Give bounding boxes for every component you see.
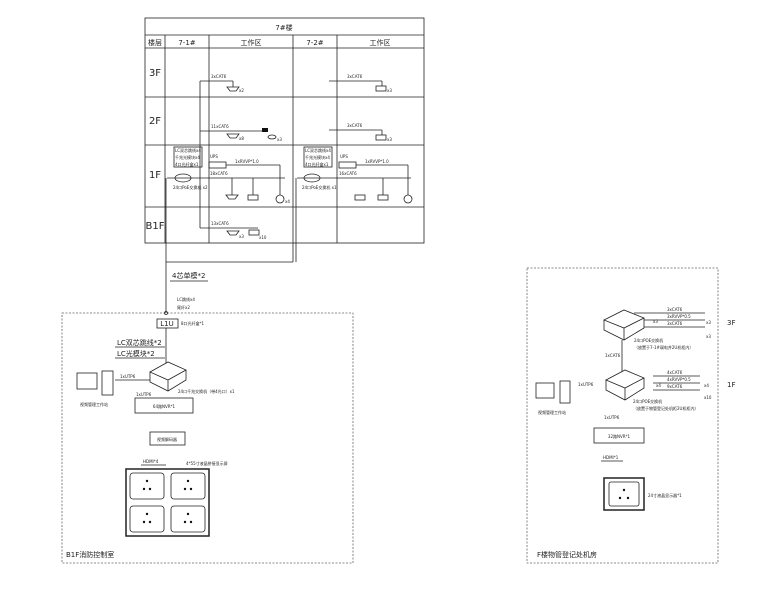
video-wall-label: 4*55寸液晶拼接显示屏 (186, 460, 228, 466)
floor-label: 3F (727, 319, 735, 327)
cable-label: 1xRVVP*1.0 (235, 159, 259, 164)
cable-label: 18xCAT6 (210, 171, 228, 176)
odf-note: 8口光纤盒*1 (181, 320, 205, 326)
qty-label: x2 (239, 88, 244, 93)
property-registration-room: 3xCAT6 3xRVVP*0.5 3xCAT6 x3 x3 x3 3F 24口… (526, 267, 735, 564)
note: 尾纤x2 (177, 304, 190, 310)
table-title: 7#楼 (275, 23, 292, 32)
switch-label: 24口PoE交换机 x2 (173, 184, 208, 190)
qty-label: x8 (239, 136, 244, 141)
switch-icon (149, 361, 187, 392)
nvr-label: 64路NVR*1 (153, 403, 176, 409)
switch-label: 24口POE交换机 (634, 337, 663, 343)
cable-label: 9xCAT6 (667, 384, 683, 389)
dome-camera-icon (262, 128, 268, 132)
cable-label: 4xRVVP*0.5 (667, 377, 691, 382)
fire-control-room: LC跳线x4 尾纤x2 L1U 8口光纤盒*1 LC双芯跳线*2 LC光模块*2… (61, 296, 354, 564)
pc-tower-icon (101, 370, 114, 396)
floor-label: 1F (727, 381, 735, 389)
patch-label: LC光模块*2 (117, 349, 155, 358)
ups-label: UPS (210, 154, 218, 159)
note: 4口光纤盒x1 (175, 161, 199, 167)
header-7-2: 7-2# (306, 39, 323, 47)
qty-label: x3 (387, 137, 392, 142)
cable-label: 13xCAT6 (211, 221, 229, 226)
nvr-label: 32路NVR*1 (608, 433, 631, 439)
floor-b1f: B1F (146, 221, 165, 232)
switch-icon (605, 369, 645, 401)
switch-note: （放置于7-1#弱电井2U机柜内） (634, 344, 693, 350)
nvr-box (134, 397, 194, 414)
header-work-area-2: 工作区 (370, 38, 391, 47)
qty-label: x3 (706, 320, 711, 325)
cable-label: 1xRVVP*1.0 (365, 159, 389, 164)
cable-label: 3xCAT6 (667, 307, 683, 312)
decoder-box (149, 431, 186, 446)
switch-icon (603, 309, 645, 341)
note: 千兆光模块x4 (305, 154, 330, 160)
switch-label: 24口千兆交换机（带4光口）x1 (178, 388, 235, 394)
qty-label: x3 (239, 234, 244, 239)
note: LC双芯跳线x4 (305, 147, 331, 153)
qty-label: x4 (656, 383, 661, 388)
cable-label: 3xCAT6 (347, 74, 363, 79)
cable-label: 1xUTP6 (136, 392, 152, 397)
floor-2f: 2F (149, 116, 161, 127)
camera-icon (226, 86, 240, 92)
hdmi-label: HDMI*4 (143, 459, 159, 464)
header-7-1: 7-1# (178, 39, 195, 47)
room-title: B1F消防控制室 (66, 550, 114, 559)
trunk-label: 4芯单模*2 (172, 271, 205, 280)
monitor-label: 24寸液晶显示器*1 (648, 492, 682, 498)
cable-label: 1xUTP6 (120, 374, 136, 379)
ups-label: UPS (340, 154, 348, 159)
cable-label: 3xCAT6 (211, 74, 227, 79)
pc-label: 视频管理工作站 (538, 409, 566, 415)
switch-label: 24口POE交换机 (633, 398, 662, 404)
pc-label: 视频管理工作站 (80, 401, 108, 407)
cable-label: 11xCAT6 (211, 124, 229, 129)
floor-3f: 3F (149, 68, 161, 79)
header-floor: 楼层 (148, 38, 162, 47)
monitor-icon (76, 372, 98, 390)
cable-label: 1xUTP6 (578, 382, 594, 387)
camera-icon (267, 134, 277, 140)
cable-label: 1xCAT6 (605, 353, 621, 358)
qty-label: x4 (285, 199, 290, 204)
switch-note: （放置于物管登记处机柜2U机柜内） (633, 405, 698, 411)
qty-label: x3 (387, 88, 392, 93)
room-title: F楼物管登记处机房 (537, 550, 597, 559)
cable-label: 3xCAT6 (667, 321, 683, 326)
cable-label: 4xCAT6 (667, 370, 683, 375)
qty-label: x10 (259, 235, 267, 240)
note: LC跳线x4 (177, 296, 195, 302)
cable-label: 3xCAT6 (347, 123, 363, 128)
decoder-label: 视频解码器 (157, 436, 177, 442)
hdmi-label: HDMI*1 (603, 455, 619, 460)
header-work-area-1: 工作区 (241, 38, 262, 47)
pc-tower-icon (559, 380, 571, 404)
odf-label: L1U (160, 320, 173, 328)
nvr-box (593, 427, 645, 444)
building-7-table: 7#楼 楼层 7-1# 工作区 7-2# 工作区 3F 2F 1F B1F 3x… (144, 17, 425, 262)
floor-1f: 1F (149, 170, 161, 181)
ups-box (208, 161, 227, 169)
note: 4口光纤盒x1 (305, 161, 329, 167)
odf-box (156, 318, 179, 329)
note: 千兆光模块x4 (175, 154, 200, 160)
monitor-icon (535, 382, 555, 399)
switch-label: 24口PoE交换机 x1 (302, 184, 337, 190)
qty-label: x4 (704, 383, 709, 388)
patch-label: LC双芯跳线*2 (117, 338, 162, 347)
qty-label: x10 (704, 395, 712, 400)
camera-icon (226, 133, 240, 139)
video-wall (125, 468, 210, 537)
cable-label: 1xUTP6 (604, 415, 620, 420)
cable-label: 16xCAT6 (339, 171, 357, 176)
qty-label: x3 (706, 334, 711, 339)
qty-label: x3 (277, 137, 282, 142)
note: LC双芯跳线x4 (175, 147, 201, 153)
cable-label: 3xRVVP*0.5 (667, 314, 691, 319)
qty-label: x3 (653, 319, 658, 324)
